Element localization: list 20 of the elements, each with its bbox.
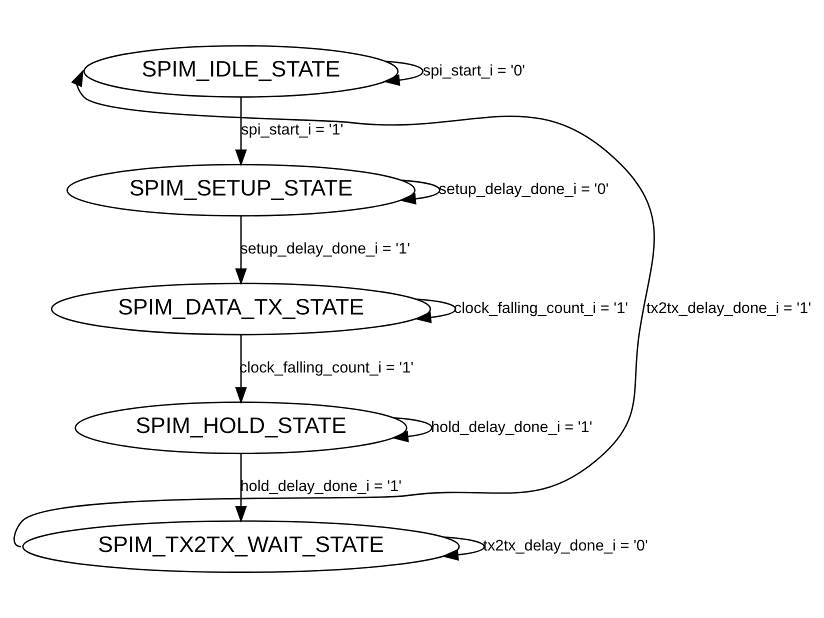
edge-label: setup_delay_done_i = '1' xyxy=(240,240,410,258)
edge-label: spi_start_i = '1' xyxy=(241,122,344,139)
edge-label: tx2tx_delay_done_i = '0' xyxy=(483,538,648,555)
arrow xyxy=(442,536,485,561)
arrow xyxy=(235,216,247,286)
arrow xyxy=(235,335,247,404)
arrow xyxy=(235,454,247,523)
arrow xyxy=(235,97,247,166)
node-ellipse: SPIM_IDLE_STATE xyxy=(83,45,399,98)
edge-label: hold_delay_done_i = '1' xyxy=(430,418,592,436)
arrow xyxy=(382,60,424,86)
edge-label: hold_delay_done_i = '1' xyxy=(240,478,402,496)
edge-label: setup_delay_done_i = '0' xyxy=(438,181,609,198)
arrow xyxy=(414,298,456,324)
arrow xyxy=(392,417,432,442)
arrow xyxy=(399,180,440,205)
node-ellipse: SPIM_HOLD_STATE xyxy=(74,402,408,454)
edge-label: tx2tx_delay_done_i = '1' xyxy=(646,300,812,317)
edge-label: spi_start_i = '0' xyxy=(422,62,526,80)
edge-label: clock_falling_count_i = '1' xyxy=(454,300,628,317)
